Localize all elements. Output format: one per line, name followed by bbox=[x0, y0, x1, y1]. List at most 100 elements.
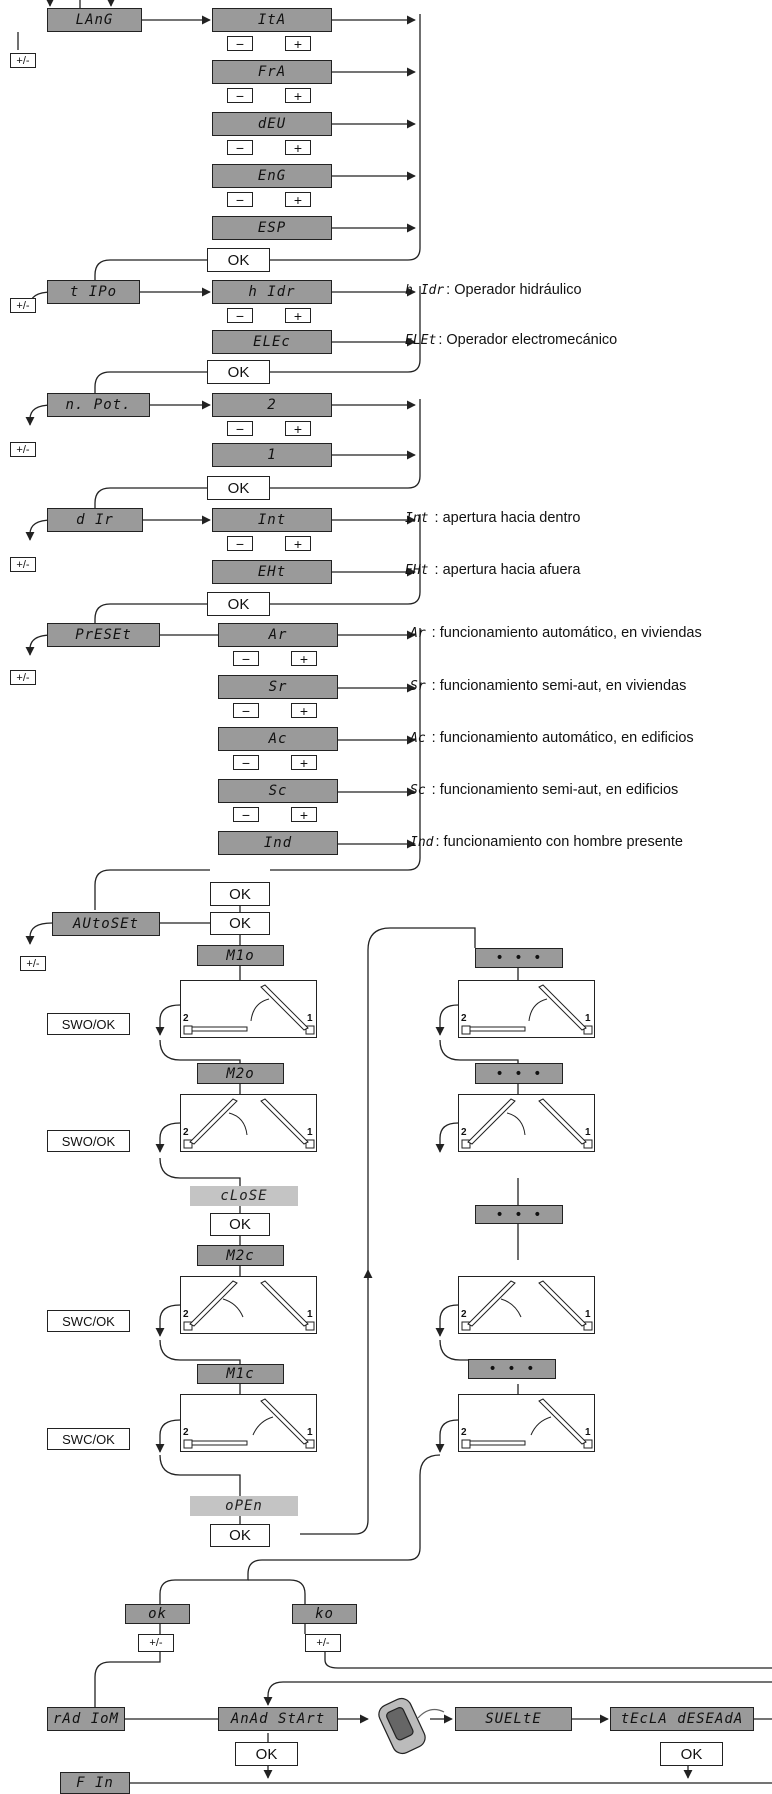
option-dir[interactable]: EHt bbox=[212, 560, 332, 584]
step-m2-close: M2c bbox=[197, 1245, 284, 1266]
swo-ok-button[interactable]: SWO/OK bbox=[47, 1013, 130, 1035]
swc-ok-button[interactable]: SWC/OK bbox=[47, 1428, 130, 1450]
display-start: AnAd StArt bbox=[218, 1707, 338, 1731]
result-ko: ko bbox=[292, 1604, 357, 1624]
plus-minus-button[interactable]: +/- bbox=[10, 298, 36, 313]
plus-button[interactable]: + bbox=[285, 536, 311, 551]
option-text: : apertura hacia afuera bbox=[430, 562, 581, 578]
minus-button[interactable]: − bbox=[233, 703, 259, 718]
ok-button[interactable]: OK bbox=[210, 882, 270, 906]
option-preset[interactable]: Ar bbox=[218, 623, 338, 647]
menu-dir[interactable]: d Ir bbox=[47, 508, 143, 532]
plus-button[interactable]: + bbox=[285, 421, 311, 436]
minus-button[interactable]: − bbox=[227, 140, 253, 155]
minus-button[interactable]: − bbox=[227, 536, 253, 551]
menu-fin[interactable]: F In bbox=[60, 1772, 130, 1794]
option-npot[interactable]: 1 bbox=[212, 443, 332, 467]
option-text: : funcionamiento semi-aut, en edificios bbox=[427, 782, 679, 798]
ok-button[interactable]: OK bbox=[207, 248, 270, 272]
menu-radio[interactable]: rAd IoM bbox=[47, 1707, 125, 1731]
option-description: h Idr: Operador hidráulico bbox=[405, 282, 582, 298]
minus-button[interactable]: − bbox=[233, 755, 259, 770]
plus-minus-button[interactable]: +/- bbox=[10, 670, 36, 685]
option-code: Sr bbox=[410, 679, 426, 694]
svg-text:2: 2 bbox=[183, 1013, 189, 1024]
display-release: SUELtE bbox=[455, 1707, 572, 1731]
ok-button[interactable]: OK bbox=[207, 592, 270, 616]
minus-button[interactable]: − bbox=[227, 308, 253, 323]
plus-button[interactable]: + bbox=[285, 88, 311, 103]
plus-minus-button[interactable]: +/- bbox=[10, 557, 36, 572]
plus-button[interactable]: + bbox=[291, 755, 317, 770]
step-m1-open: M1o bbox=[197, 945, 284, 966]
plus-button[interactable]: + bbox=[285, 308, 311, 323]
option-code: EHt bbox=[405, 563, 429, 578]
ok-button[interactable]: OK bbox=[235, 1742, 298, 1766]
minus-button[interactable]: − bbox=[227, 421, 253, 436]
menu-tipo[interactable]: t IPo bbox=[47, 280, 140, 304]
ok-button[interactable]: OK bbox=[210, 1524, 270, 1547]
menu-autoset[interactable]: AUtoSEt bbox=[52, 912, 160, 936]
plus-button[interactable]: + bbox=[285, 36, 311, 51]
plus-button[interactable]: + bbox=[291, 703, 317, 718]
option-text: : apertura hacia dentro bbox=[430, 510, 581, 526]
option-dir[interactable]: Int bbox=[212, 508, 332, 532]
minus-button[interactable]: − bbox=[233, 651, 259, 666]
option-tipo[interactable]: h Idr bbox=[212, 280, 332, 304]
menu-lang[interactable]: LAnG bbox=[47, 8, 142, 32]
plus-minus-button[interactable]: +/- bbox=[138, 1634, 174, 1652]
option-text: : Operador electromecánico bbox=[438, 332, 618, 348]
minus-button[interactable]: − bbox=[227, 36, 253, 51]
option-preset[interactable]: Ind bbox=[218, 831, 338, 855]
minus-button[interactable]: − bbox=[227, 192, 253, 207]
option-lang[interactable]: EnG bbox=[212, 164, 332, 188]
option-lang[interactable]: ItA bbox=[212, 8, 332, 32]
plus-button[interactable]: + bbox=[291, 807, 317, 822]
plus-minus-button[interactable]: +/- bbox=[20, 956, 46, 971]
svg-text:2: 2 bbox=[183, 1127, 189, 1138]
option-tipo[interactable]: ELEc bbox=[212, 330, 332, 354]
result-ok: ok bbox=[125, 1604, 190, 1624]
option-lang[interactable]: dEU bbox=[212, 112, 332, 136]
ok-button[interactable]: OK bbox=[207, 360, 270, 384]
plus-minus-button[interactable]: +/- bbox=[305, 1634, 341, 1652]
option-lang[interactable]: FrA bbox=[212, 60, 332, 84]
plus-button[interactable]: + bbox=[285, 192, 311, 207]
ok-button[interactable]: OK bbox=[210, 1213, 270, 1236]
svg-text:2: 2 bbox=[461, 1427, 467, 1438]
svg-text:2: 2 bbox=[461, 1013, 467, 1024]
swo-ok-button[interactable]: SWO/OK bbox=[47, 1130, 130, 1152]
option-description: EHt : apertura hacia afuera bbox=[405, 562, 580, 578]
svg-text:2: 2 bbox=[461, 1127, 467, 1138]
plus-minus-button[interactable]: +/- bbox=[10, 442, 36, 457]
option-npot[interactable]: 2 bbox=[212, 393, 332, 417]
plus-minus-button[interactable]: +/- bbox=[10, 53, 36, 68]
svg-text:1: 1 bbox=[307, 1309, 313, 1320]
menu-preset[interactable]: PrESEt bbox=[47, 623, 160, 647]
minus-button[interactable]: − bbox=[227, 88, 253, 103]
ok-button[interactable]: OK bbox=[210, 912, 270, 935]
plus-button[interactable]: + bbox=[291, 651, 317, 666]
menu-n-pot[interactable]: n. Pot. bbox=[47, 393, 150, 417]
minus-button[interactable]: − bbox=[233, 807, 259, 822]
option-description: Sr : funcionamiento semi-aut, en viviend… bbox=[410, 678, 686, 694]
ok-button[interactable]: OK bbox=[207, 476, 270, 500]
option-preset[interactable]: Ac bbox=[218, 727, 338, 751]
swc-ok-button[interactable]: SWC/OK bbox=[47, 1310, 130, 1332]
plus-button[interactable]: + bbox=[285, 140, 311, 155]
option-preset[interactable]: Sr bbox=[218, 675, 338, 699]
svg-text:2: 2 bbox=[461, 1309, 467, 1320]
ellipsis-display: • • • bbox=[475, 1205, 563, 1224]
option-preset[interactable]: Sc bbox=[218, 779, 338, 803]
option-code: h Idr bbox=[405, 283, 445, 298]
option-lang[interactable]: ESP bbox=[212, 216, 332, 240]
ok-button[interactable]: OK bbox=[660, 1742, 723, 1766]
